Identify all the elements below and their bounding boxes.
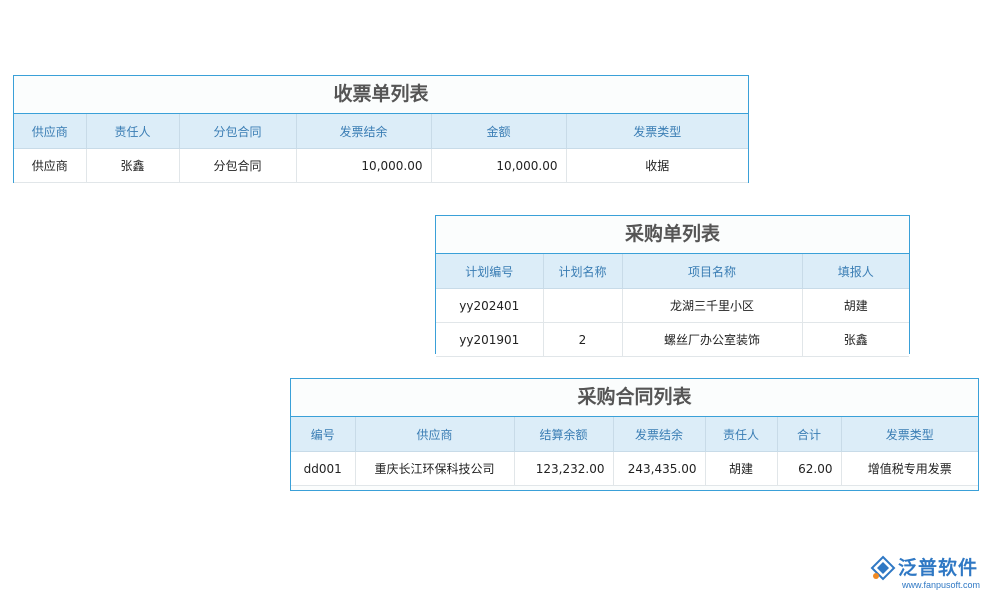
column-header-supplier[interactable]: 供应商 <box>14 114 87 149</box>
column-header-owner[interactable]: 责任人 <box>705 417 778 452</box>
cell-owner: 胡建 <box>705 451 778 486</box>
column-header-number[interactable]: 编号 <box>291 417 356 452</box>
logo-url: www.fanpusoft.com <box>902 580 981 590</box>
table-row[interactable]: yy201901 2 螺丝厂办公室装饰 张鑫 <box>436 322 909 357</box>
column-header-settlement-balance[interactable]: 结算余额 <box>514 417 614 452</box>
table-row[interactable]: yy202401 龙湖三千里小区 胡建 <box>436 288 909 323</box>
table-header-row: 计划编号 计划名称 项目名称 填报人 <box>436 254 909 289</box>
cell-invoice-balance: 10,000.00 <box>296 148 432 183</box>
purchase-list-panel: 采购单列表 计划编号 计划名称 项目名称 填报人 yy202401 龙湖三千里小… <box>435 215 910 357</box>
receipt-list-panel: 收票单列表 供应商 责任人 分包合同 发票结余 金额 发票类型 供应商 张鑫 分… <box>13 75 749 183</box>
cell-invoice-type: 增值税专用发票 <box>841 451 978 486</box>
table-header-row: 编号 供应商 结算余额 发票结余 责任人 合计 发票类型 <box>291 417 978 452</box>
cell-invoice-type: 收据 <box>566 148 748 183</box>
column-header-invoice-balance[interactable]: 发票结余 <box>296 114 432 149</box>
column-header-total[interactable]: 合计 <box>777 417 842 452</box>
cell-settlement-balance: 123,232.00 <box>514 451 614 486</box>
fanpu-logo-icon <box>870 555 896 581</box>
table-row[interactable]: dd001 重庆长江环保科技公司 123,232.00 243,435.00 胡… <box>291 451 978 486</box>
purchase-list-table: 计划编号 计划名称 项目名称 填报人 yy202401 龙湖三千里小区 胡建 y… <box>436 254 909 357</box>
cell-number: dd001 <box>291 451 356 486</box>
cell-supplier: 重庆长江环保科技公司 <box>355 451 515 486</box>
cell-plan-name <box>543 288 623 323</box>
column-header-subcontract[interactable]: 分包合同 <box>179 114 297 149</box>
column-header-amount[interactable]: 金额 <box>431 114 567 149</box>
column-header-invoice-type[interactable]: 发票类型 <box>566 114 748 149</box>
column-header-project-name[interactable]: 项目名称 <box>622 254 803 289</box>
cell-supplier: 供应商 <box>14 148 87 183</box>
table-header-row: 供应商 责任人 分包合同 发票结余 金额 发票类型 <box>14 114 748 149</box>
cell-project-name: 龙湖三千里小区 <box>622 288 803 323</box>
purchase-contract-list-title: 采购合同列表 <box>291 379 978 417</box>
column-header-plan-name[interactable]: 计划名称 <box>543 254 623 289</box>
cell-plan-name: 2 <box>543 322 623 357</box>
receipt-list-title: 收票单列表 <box>14 76 748 114</box>
receipt-list-table: 供应商 责任人 分包合同 发票结余 金额 发票类型 供应商 张鑫 分包合同 10… <box>14 114 748 183</box>
cell-plan-number: yy202401 <box>436 288 544 323</box>
cell-subcontract: 分包合同 <box>179 148 297 183</box>
table-row[interactable]: 供应商 张鑫 分包合同 10,000.00 10,000.00 收据 <box>14 148 748 183</box>
logo-brand-name: 泛普软件 <box>898 557 979 579</box>
column-header-invoice-balance[interactable]: 发票结余 <box>613 417 706 452</box>
cell-total: 62.00 <box>777 451 842 486</box>
purchase-contract-list-panel: 采购合同列表 编号 供应商 结算余额 发票结余 责任人 合计 发票类型 dd00… <box>290 378 979 491</box>
fanpu-logo: 泛普软件 www.fanpusoft.com <box>870 553 990 593</box>
cell-amount: 10,000.00 <box>431 148 567 183</box>
cell-owner: 张鑫 <box>86 148 180 183</box>
column-header-supplier[interactable]: 供应商 <box>355 417 515 452</box>
purchase-list-title: 采购单列表 <box>436 216 909 254</box>
cell-project-name: 螺丝厂办公室装饰 <box>622 322 803 357</box>
cell-plan-number: yy201901 <box>436 322 544 357</box>
column-header-invoice-type[interactable]: 发票类型 <box>841 417 978 452</box>
cell-reporter: 张鑫 <box>802 322 909 357</box>
column-header-reporter[interactable]: 填报人 <box>802 254 909 289</box>
cell-invoice-balance: 243,435.00 <box>613 451 706 486</box>
column-header-owner[interactable]: 责任人 <box>86 114 180 149</box>
purchase-contract-list-table: 编号 供应商 结算余额 发票结余 责任人 合计 发票类型 dd001 重庆长江环… <box>291 417 978 486</box>
cell-reporter: 胡建 <box>802 288 909 323</box>
column-header-plan-number[interactable]: 计划编号 <box>436 254 544 289</box>
